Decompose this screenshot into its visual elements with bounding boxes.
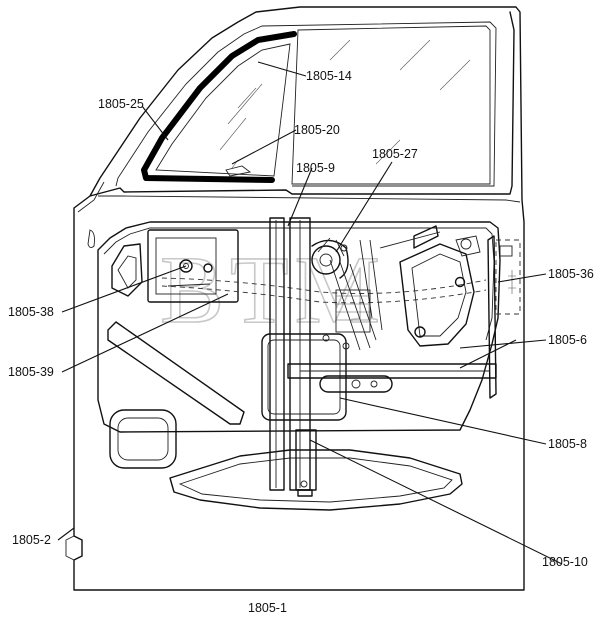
vent-regulator (147, 229, 239, 303)
mounting-bolts (322, 244, 350, 350)
window-frame (89, 11, 521, 203)
label-1805-36: 1805-36 (548, 267, 594, 281)
regulator-gear (311, 237, 349, 279)
label-1805-25: 1805-25 (98, 97, 144, 111)
label-1805-1: 1805-1 (248, 601, 287, 615)
label-1805-20: 1805-20 (294, 123, 340, 137)
regulator-housing (261, 333, 347, 421)
regulator-arm (161, 277, 487, 294)
label-1805-38: 1805-38 (8, 305, 54, 319)
diagonal-stiffener (107, 321, 245, 425)
right-linkage-plate (399, 235, 481, 347)
leader-lines (57, 61, 563, 565)
door-outer-panel (65, 6, 525, 591)
label-1805-2: 1805-2 (12, 533, 51, 547)
label-1805-14: 1805-14 (306, 69, 352, 83)
label-1805-9: 1805-9 (296, 161, 335, 175)
right-arm (413, 225, 439, 249)
label-1805-39: 1805-39 (8, 365, 54, 379)
label-1805-27: 1805-27 (372, 147, 418, 161)
label-1805-6: 1805-6 (548, 333, 587, 347)
part-labels: 1805-14 1805-25 1805-20 1805-9 1805-27 1… (8, 69, 594, 615)
label-1805-10: 1805-10 (542, 555, 588, 569)
window-track (287, 363, 497, 393)
door-glass (291, 25, 491, 185)
vent-window-weatherstrip (141, 31, 297, 183)
hinge-bracket (487, 235, 521, 399)
regulator-mechanism (329, 239, 383, 351)
label-1805-8: 1805-8 (548, 437, 587, 451)
access-hole (109, 409, 177, 469)
vent-window-glass (155, 43, 291, 177)
window-lift-arm (295, 429, 317, 497)
